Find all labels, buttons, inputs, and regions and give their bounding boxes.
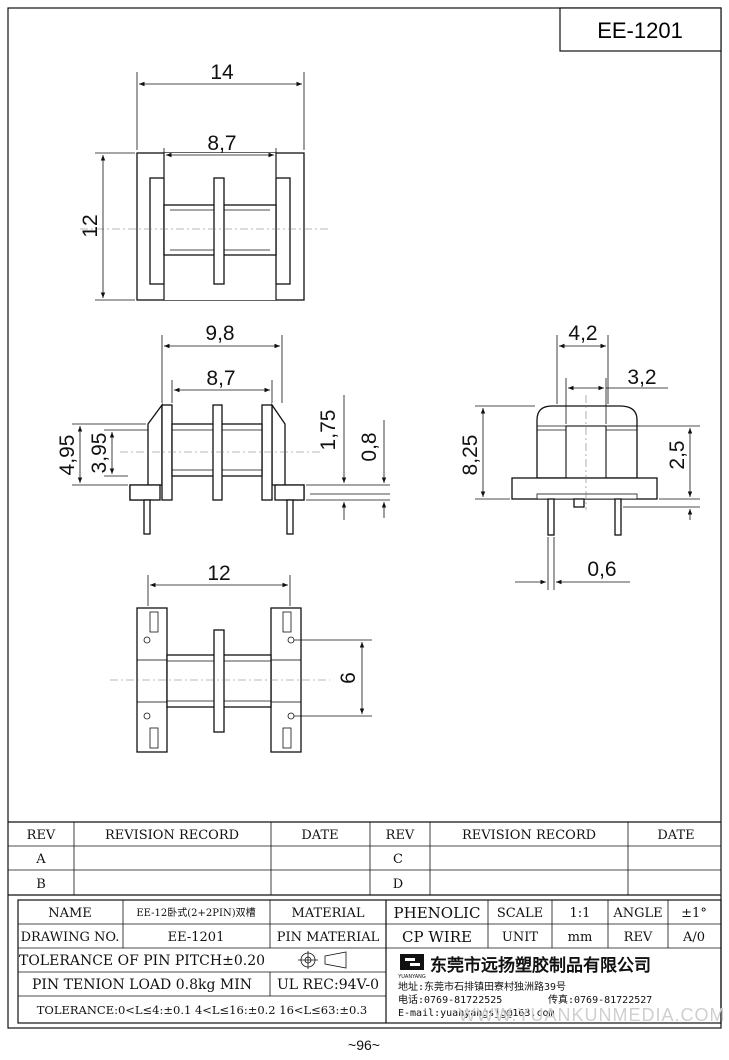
company-phone: 电话:0769-81722525 xyxy=(398,993,502,1006)
dim-side-outer: 4,95 xyxy=(56,435,79,476)
pin-material-label: PIN MATERIAL xyxy=(277,930,380,945)
rev-row-b: B xyxy=(36,877,46,892)
angle-label: ANGLE xyxy=(612,906,662,921)
watermark: WWW.YUANKUNMEDIA.COM xyxy=(459,1005,726,1025)
dim-end-pin-offset: 2,5 xyxy=(666,440,689,469)
material-value: PHENOLIC xyxy=(394,904,481,922)
rev-header-right: REV xyxy=(386,828,415,843)
dim-bottom-overall: 12 xyxy=(207,562,230,585)
dim-top-height: 12 xyxy=(79,214,102,237)
bottom-view: 12 6 xyxy=(110,562,372,753)
company-address: 地址:东莞市石排镇田寮村独洲路39号 xyxy=(398,980,566,993)
rev-row-c: C xyxy=(393,852,403,867)
dim-end-width: 4,2 xyxy=(568,322,597,345)
date-header-left: DATE xyxy=(301,828,338,843)
angle-value: ±1° xyxy=(681,906,707,921)
revision-table: REV REVISION RECORD DATE REV REVISION RE… xyxy=(8,821,721,896)
rev-header-left: REV xyxy=(27,828,56,843)
rev-value: A/0 xyxy=(682,930,705,945)
ul-rec: UL REC:94V-0 xyxy=(277,977,379,993)
pitch-tolerance: TOLERANCE OF PIN PITCH±0.20 xyxy=(19,953,265,969)
logo-text: YUANYANG xyxy=(397,974,426,980)
pin-load: PIN TENION LOAD 0.8kg MIN xyxy=(32,977,252,993)
company-fax: 传真:0769-81722527 xyxy=(548,993,652,1006)
drawing-no-value: EE-1201 xyxy=(168,930,225,945)
title-block: NAME EE-12卧式(2+2PIN)双槽 MATERIAL PHENOLIC… xyxy=(17,899,726,1025)
date-header-right: DATE xyxy=(657,828,694,843)
end-view: 4,2 3,2 8,25 2,5 0,6 xyxy=(459,322,700,590)
scale-label: SCALE xyxy=(497,906,543,921)
unit-label: UNIT xyxy=(502,930,538,945)
material-label: MATERIAL xyxy=(291,906,364,921)
top-view: 14 8,7 12 xyxy=(79,61,330,301)
rev-row-a: A xyxy=(35,852,46,867)
name-label: NAME xyxy=(48,906,92,921)
dim-top-overall: 14 xyxy=(210,61,234,84)
dim-side-window: 8,7 xyxy=(206,367,235,390)
model-number: EE-1201 xyxy=(597,18,683,43)
dim-top-window: 8,7 xyxy=(207,132,236,155)
company-name: 东莞市远扬塑胶制品有限公司 xyxy=(430,955,651,976)
projection-symbol-icon xyxy=(298,951,347,969)
record-header-right: REVISION RECORD xyxy=(462,828,596,843)
dim-bottom-pitch: 6 xyxy=(337,672,360,684)
dim-end-pin-dia: 0,6 xyxy=(587,558,616,581)
rev-label: REV xyxy=(624,930,653,945)
dim-side-pin-offset: 1,75 xyxy=(317,410,340,451)
company-email: E-mail:yuanyangsjg@163.com xyxy=(398,1008,555,1019)
dim-side-inner: 3,95 xyxy=(88,433,111,474)
dim-end-core: 3,2 xyxy=(627,366,656,389)
model-box: EE-1201 xyxy=(559,7,722,52)
part-name: EE-12卧式(2+2PIN)双槽 xyxy=(136,906,255,919)
rev-row-d: D xyxy=(393,877,403,892)
dim-end-height: 8,25 xyxy=(459,435,482,476)
page-number: ~96~ xyxy=(348,1037,380,1053)
unit-value: mm xyxy=(568,930,593,945)
pin-material-value: CP WIRE xyxy=(402,928,472,946)
side-view: 9,8 8,7 4,95 3,95 1,75 0,8 xyxy=(56,322,390,535)
dim-side-overall: 9,8 xyxy=(205,322,234,345)
tolerance-ranges: TOLERANCE:0<L≤4:±0.1 4<L≤16:±0.2 16<L≤63… xyxy=(37,1003,368,1017)
company-logo-icon xyxy=(400,954,424,970)
scale-value: 1:1 xyxy=(570,906,591,921)
drawing-no-label: DRAWING NO. xyxy=(21,930,120,945)
dim-side-pin-height: 0,8 xyxy=(358,432,381,461)
sheet-border xyxy=(7,7,722,1029)
record-header-left: REVISION RECORD xyxy=(105,828,239,843)
